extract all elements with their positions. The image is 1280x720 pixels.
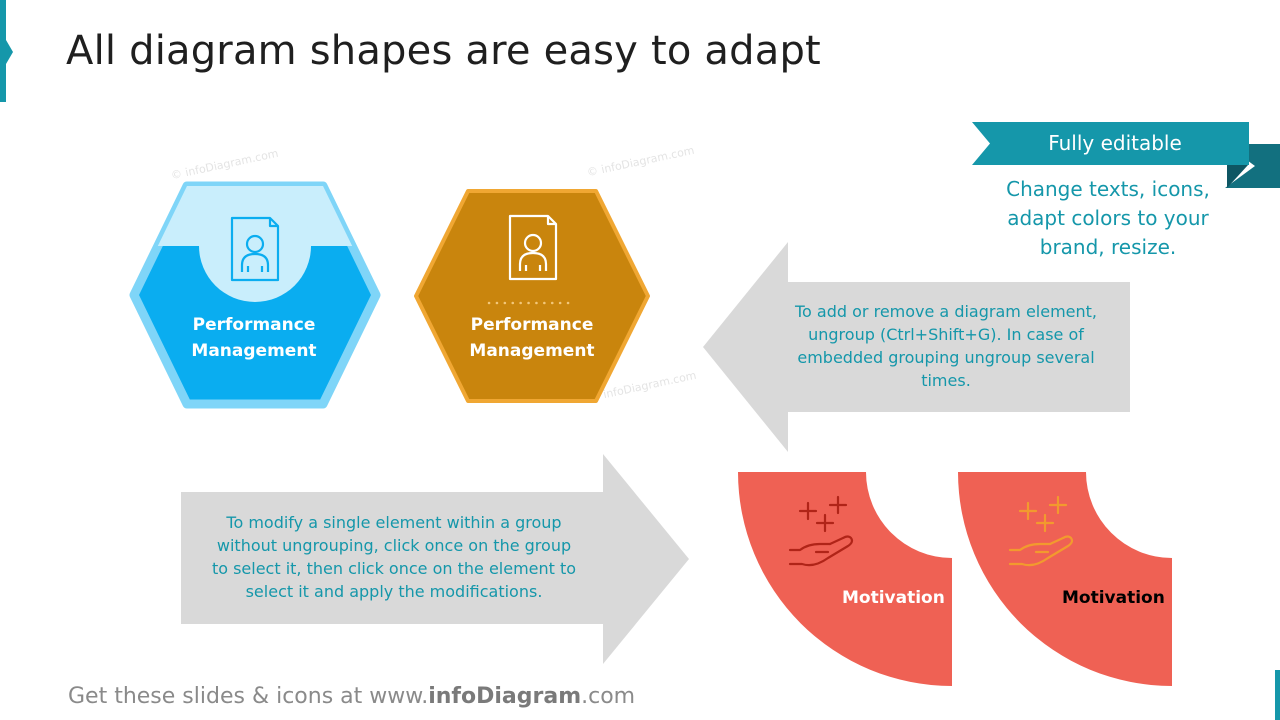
hexagon-shape [129, 181, 381, 409]
hand-sparkles-icon [788, 495, 854, 567]
hexagon-shape [414, 189, 650, 403]
hexagon-label-line1: Performance [470, 315, 594, 335]
footer-prefix: Get these slides & icons at www. [68, 684, 429, 709]
footer-text: Get these slides & icons at www.infoDiag… [68, 684, 635, 709]
left-accent-bar [0, 0, 6, 102]
ribbon-label: Fully editable [1048, 131, 1182, 155]
arrow-right-shape [181, 454, 689, 664]
ribbon-banner [972, 122, 1280, 188]
document-person-icon [230, 216, 280, 282]
arrow-left-shape [703, 242, 1130, 452]
document-person-icon [508, 214, 558, 281]
hexagon-label: Performance Management [443, 312, 621, 364]
right-accent-bar [1275, 670, 1280, 720]
ribbon-description: Change texts, icons, adapt colors to you… [1006, 177, 1210, 259]
hand-sparkles-icon [1008, 495, 1074, 567]
left-accent-tip [6, 40, 13, 64]
quarter-ring-shape [738, 472, 952, 686]
watermark: © infoDiagram.com [585, 143, 696, 180]
quarter-label: Motivation [842, 588, 945, 608]
quarter-label: Motivation [1062, 588, 1165, 608]
watermark: © infoDiagram.com [169, 146, 280, 183]
arrow-left-text: To add or remove a diagram element, ungr… [795, 302, 1097, 390]
footer-brand: infoDiagram [428, 684, 582, 709]
quarter-ring-shape [958, 472, 1172, 686]
hexagon-label-line2: Management [469, 341, 595, 361]
hexagon-label-line2: Management [191, 341, 317, 361]
hexagon-label: Performance Management [165, 312, 343, 364]
slide-title: All diagram shapes are easy to adapt [66, 28, 821, 74]
footer-suffix: .com [581, 684, 636, 709]
hexagon-label-line1: Performance [192, 315, 316, 335]
arrow-right-text: To modify a single element within a grou… [211, 513, 577, 601]
